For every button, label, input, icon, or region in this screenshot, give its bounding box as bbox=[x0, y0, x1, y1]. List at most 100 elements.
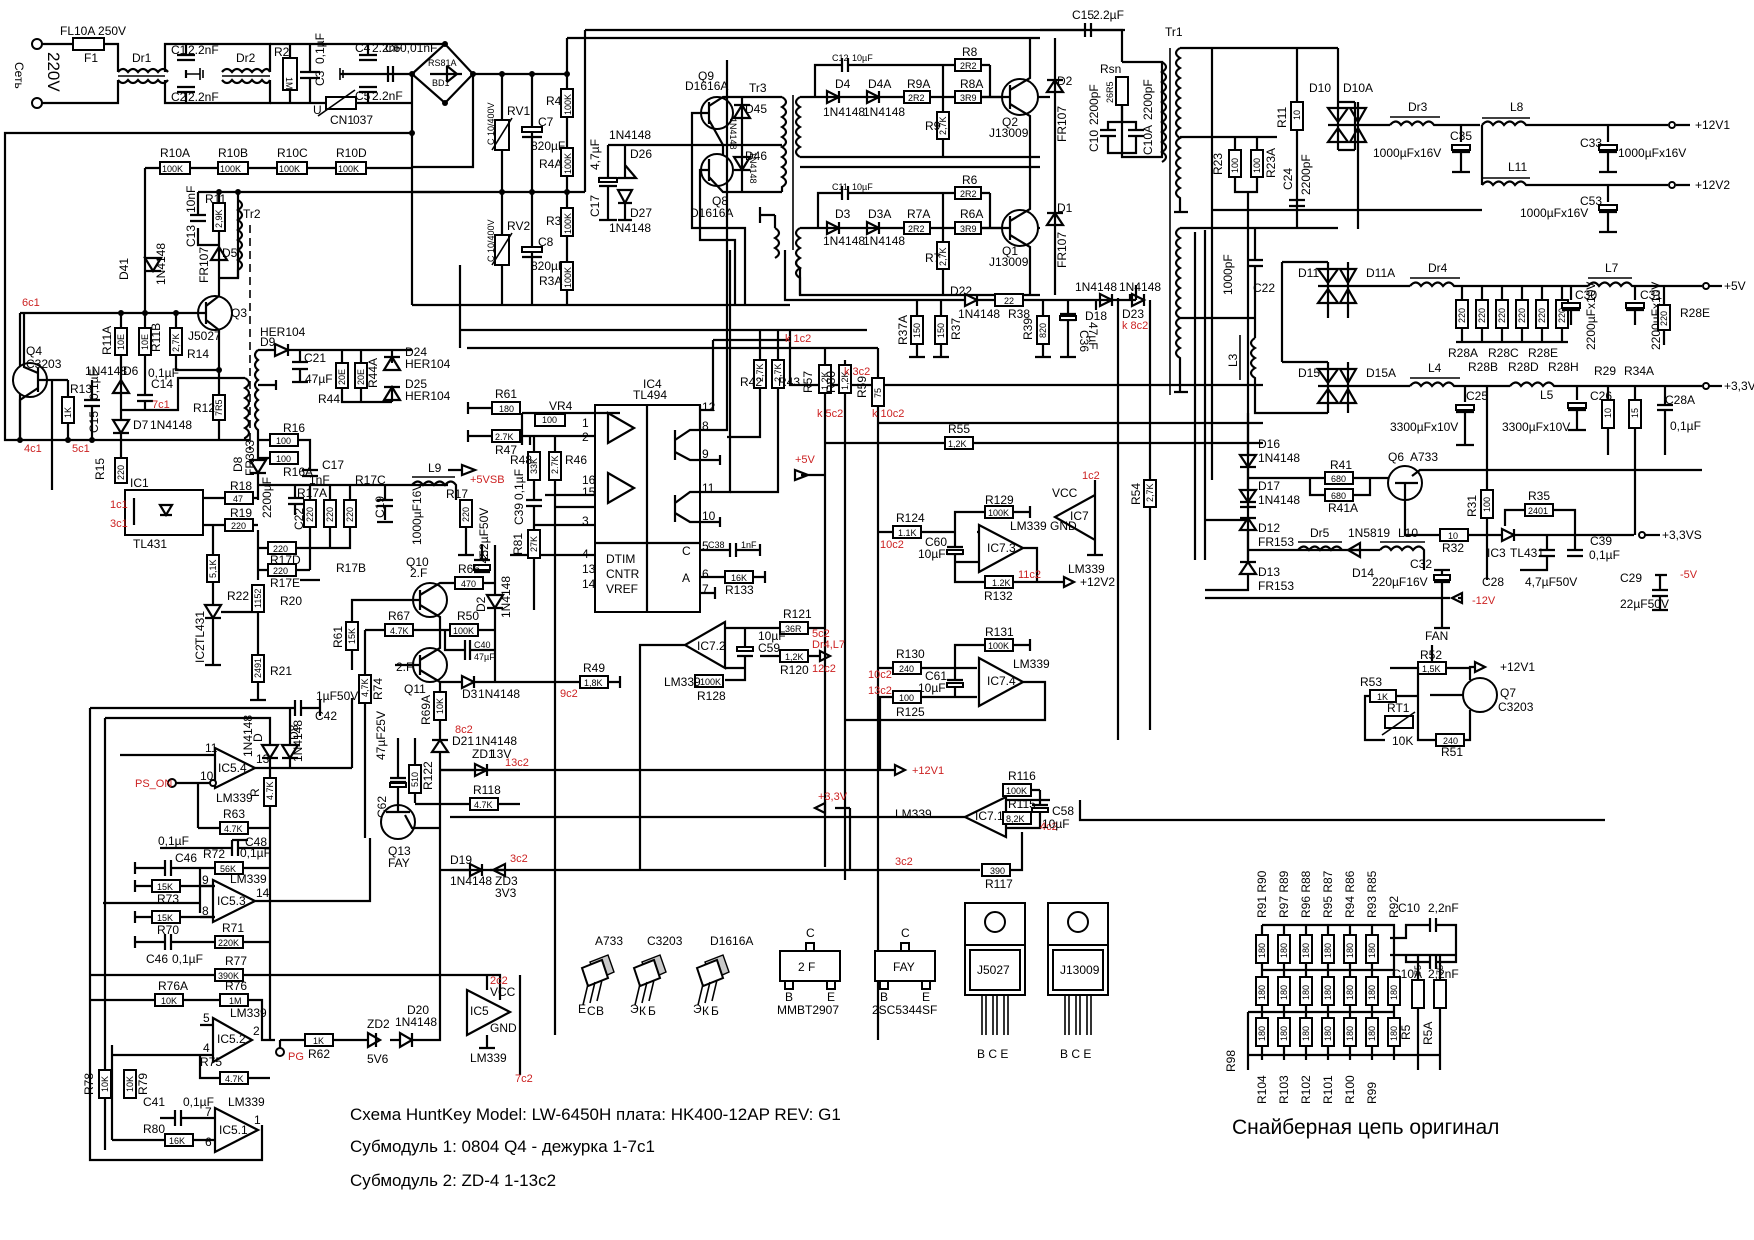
q9-ref: Q9 bbox=[698, 69, 714, 83]
r69a-ref: R69A bbox=[419, 695, 433, 725]
r128-ref: R128 bbox=[697, 689, 726, 703]
r98-ref: R98 bbox=[1224, 1050, 1238, 1072]
tr3-ref: Tr3 bbox=[749, 81, 767, 95]
rv2-value: C 10/400V bbox=[486, 219, 496, 262]
c5-value: 2.2nF bbox=[372, 89, 403, 103]
r61-tl-ref: R61 bbox=[495, 387, 517, 401]
r76-value: 1M bbox=[229, 996, 242, 1006]
r50-value: 100K bbox=[453, 626, 474, 636]
pg-terminal[interactable] bbox=[275, 1047, 285, 1057]
r19-value: 220 bbox=[231, 521, 246, 531]
c46b-ref: C46 bbox=[146, 952, 168, 966]
r121-ref: R121 bbox=[783, 607, 812, 621]
ic5-ref: IC5 bbox=[470, 1004, 489, 1018]
tl494-dtim: DTIM bbox=[606, 552, 635, 566]
bulk-capacitors: RV1 C 10/400V RV2 C 10/400V C7 820µF C8 … bbox=[412, 28, 1125, 307]
d3-type: 1N4148 bbox=[823, 234, 865, 248]
ic5-4-pin10: 10 bbox=[200, 769, 214, 783]
svg-text:180: 180 bbox=[1345, 943, 1355, 958]
r32-value: 10 bbox=[1448, 531, 1458, 541]
r75-value: 4.7K bbox=[225, 1074, 244, 1084]
note-5c2: 5c2 bbox=[812, 628, 830, 640]
note-11c2: 11c2 bbox=[1018, 569, 1041, 581]
ic5-3-ref: IC5.3 bbox=[217, 894, 246, 908]
resistor-r3a bbox=[560, 261, 574, 291]
d21-type: 1N4148 bbox=[475, 734, 517, 748]
to92-name-2: D1616A bbox=[710, 934, 753, 948]
r16-value: 100 bbox=[276, 436, 291, 446]
d25-ref: D25 bbox=[405, 377, 427, 391]
r55-value: 1,2K bbox=[948, 439, 967, 449]
output-5v-terminal[interactable] bbox=[1702, 282, 1710, 290]
mains-terminal-1[interactable] bbox=[31, 38, 43, 50]
c31-value: 2200µFx10V bbox=[1649, 282, 1663, 350]
resistor-r5 bbox=[1411, 979, 1425, 1009]
r81-value: 27K bbox=[529, 536, 539, 552]
d20-ref: D20 bbox=[407, 1003, 429, 1017]
d16-type: 1N4148 bbox=[1258, 451, 1300, 465]
5vsb-output: R17C R17A 2200µF C22 220 220 220 220 R17… bbox=[110, 461, 505, 702]
r129-value: 100K bbox=[988, 508, 1009, 518]
c19-value: 1000µF16V bbox=[410, 483, 424, 545]
c4-ref: C4 bbox=[355, 41, 371, 55]
c22-sec-value: 1000pF bbox=[1221, 254, 1235, 295]
mains-terminal-2[interactable] bbox=[31, 97, 43, 109]
r76a-value: 10K bbox=[161, 996, 177, 1006]
r10b-ref: R10B bbox=[218, 146, 248, 160]
r130-ref: R130 bbox=[896, 647, 925, 661]
power-good-logic: Q10 2.F Q11 2.F R66 470 D2 1N4148 R67 4.… bbox=[82, 545, 622, 1162]
d6-type: 1N4148 bbox=[85, 364, 127, 378]
r39-ref: R39 bbox=[1021, 318, 1035, 340]
d26-ref: D26 bbox=[630, 147, 652, 161]
output-3v3-terminal[interactable] bbox=[1702, 382, 1710, 390]
note-4c2: 4c2 bbox=[1040, 821, 1058, 833]
to220-name-0: J5027 bbox=[977, 963, 1010, 977]
d22-type: 1N4148 bbox=[958, 307, 1000, 321]
q4-ref: Q4 bbox=[26, 344, 42, 358]
r131-ref: R131 bbox=[985, 625, 1014, 639]
r122-ref: R122 bbox=[421, 761, 435, 790]
c6-value: 0,01nF bbox=[400, 41, 437, 55]
zd2-ref: ZD2 bbox=[367, 1017, 390, 1031]
svg-text:180: 180 bbox=[1279, 985, 1289, 1000]
note-10c2-a: 10c2 bbox=[880, 539, 904, 551]
zd3-type: 3V3 bbox=[495, 886, 517, 900]
r80-pg-ref: R80 bbox=[143, 1122, 165, 1136]
c42-ref: C42 bbox=[315, 709, 337, 723]
r28h-ref: R28H bbox=[1548, 360, 1579, 374]
r11-ref: R11 bbox=[205, 192, 226, 206]
output-12v1-terminal[interactable] bbox=[1668, 121, 1676, 129]
diode-d41 bbox=[143, 256, 163, 274]
q3-ref: Q3 bbox=[231, 306, 247, 320]
r7a-ref: R7A bbox=[907, 207, 930, 221]
note-k10c2: k 10c2 bbox=[872, 408, 904, 420]
fan-label: FAN bbox=[1425, 629, 1448, 643]
r8-ref: R8 bbox=[962, 45, 978, 59]
tl494-pin-5: 5 bbox=[702, 539, 709, 553]
d-label: D bbox=[251, 733, 265, 742]
resistor-r28e bbox=[1535, 299, 1549, 329]
to92-pin-2-1: К bbox=[702, 1004, 709, 1018]
ic5-1-ref: IC5.1 bbox=[219, 1123, 248, 1137]
standby-supply: R11 2,9K C13 10nF D5 FR107 Tr2 D41 1N414… bbox=[12, 168, 451, 490]
r2-value: 1M bbox=[284, 77, 294, 90]
svg-text:180: 180 bbox=[1301, 985, 1311, 1000]
output-m12v-label: -12V bbox=[1472, 595, 1496, 607]
r22-ref: R22 bbox=[227, 589, 249, 603]
output-3v3s-terminal[interactable] bbox=[1638, 531, 1646, 539]
r55-ref: R55 bbox=[948, 422, 970, 436]
r41-value: 680 bbox=[1331, 474, 1346, 484]
r120-value: 1,2K bbox=[785, 652, 804, 662]
note-6c1: 6c1 bbox=[22, 297, 40, 309]
q1-type: J13009 bbox=[989, 255, 1029, 269]
output-12v2-terminal[interactable] bbox=[1668, 181, 1676, 189]
rsn-ref: Rsn bbox=[1100, 62, 1121, 76]
sot23-mark-0: 2 F bbox=[798, 960, 815, 974]
rv2-ref: RV2 bbox=[507, 219, 530, 233]
c19-ref: C19 bbox=[373, 496, 387, 518]
tl494-pin-10: 10 bbox=[702, 509, 716, 523]
c32-value: 220µF16V bbox=[1372, 575, 1428, 589]
sot23-body-0 bbox=[779, 950, 841, 982]
tl494-vref: VREF bbox=[606, 582, 638, 596]
